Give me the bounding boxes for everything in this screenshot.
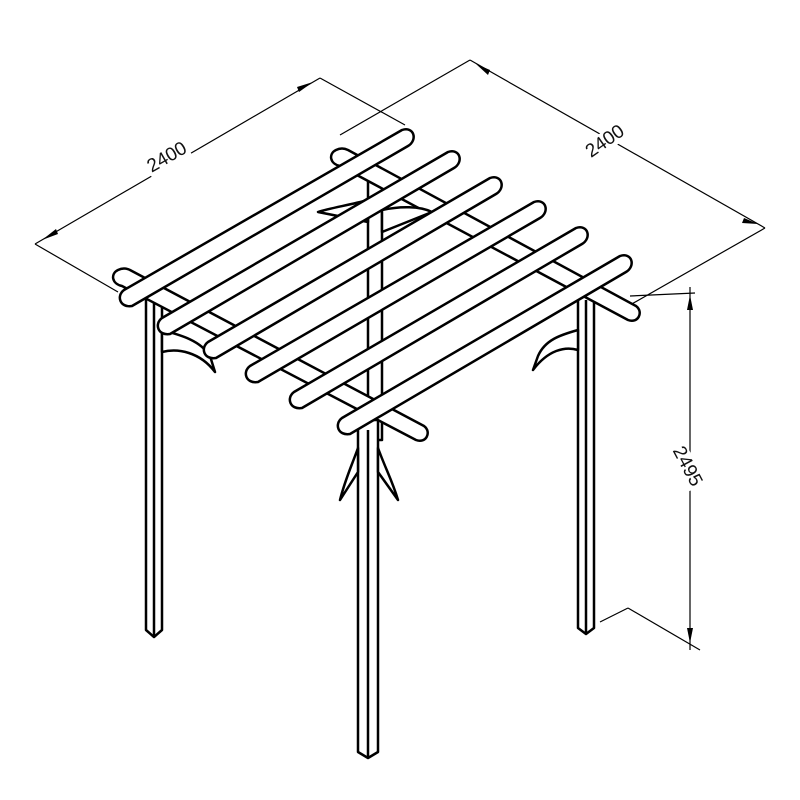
- rafter-3: [202, 176, 503, 360]
- rafter-2: [156, 150, 461, 336]
- dimension-arrows: [42, 64, 758, 643]
- bracket-front-left: [338, 446, 360, 502]
- bracket-left: [160, 328, 217, 374]
- pergola-structure: [111, 128, 641, 760]
- rafter-6: [336, 254, 633, 436]
- bracket-right: [531, 328, 580, 372]
- bracket-front-right: [376, 446, 400, 502]
- rafter-4: [244, 200, 547, 384]
- rafter-1: [118, 128, 415, 308]
- rafter-5: [288, 226, 589, 410]
